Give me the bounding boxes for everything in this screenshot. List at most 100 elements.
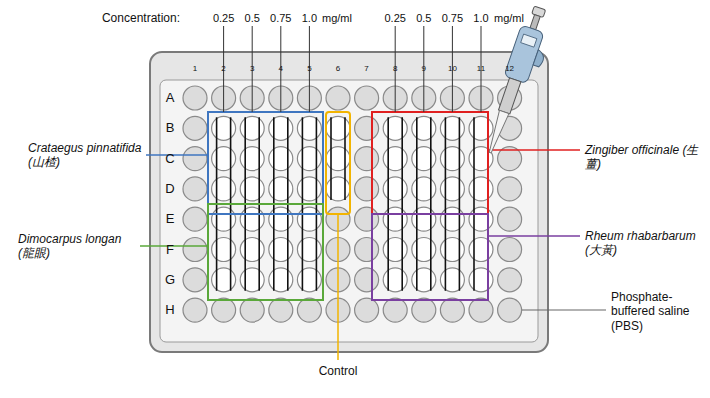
group-box-red <box>372 112 488 214</box>
leader-line <box>146 154 208 156</box>
well <box>269 238 293 262</box>
well <box>240 238 264 262</box>
well <box>183 298 207 322</box>
well <box>183 207 207 231</box>
well <box>498 298 522 322</box>
well <box>326 86 350 110</box>
well <box>383 147 407 171</box>
well <box>355 86 379 110</box>
well <box>355 268 379 292</box>
well <box>383 116 407 140</box>
well <box>412 177 436 201</box>
well <box>212 116 236 140</box>
row-letter: E <box>162 211 178 227</box>
well <box>383 207 407 231</box>
well <box>240 147 264 171</box>
well <box>269 177 293 201</box>
sample-line <box>445 117 447 290</box>
well <box>212 238 236 262</box>
sample-line <box>344 117 346 200</box>
concentration-value: 0.5 <box>232 12 272 25</box>
well <box>212 177 236 201</box>
well <box>269 268 293 292</box>
well <box>212 268 236 292</box>
well <box>383 238 407 262</box>
sample-line <box>401 117 403 290</box>
well <box>498 207 522 231</box>
well <box>355 116 379 140</box>
well <box>383 177 407 201</box>
sample-line <box>416 117 418 290</box>
well <box>297 177 321 201</box>
well <box>383 268 407 292</box>
well <box>297 116 321 140</box>
pipette-icon <box>479 4 559 159</box>
well <box>269 298 293 322</box>
group-box-blue <box>208 112 323 214</box>
well <box>297 298 321 322</box>
well <box>297 268 321 292</box>
column-number: 4 <box>269 64 293 74</box>
well <box>498 238 522 262</box>
concentration-heading: Concentration: <box>70 11 180 25</box>
well <box>469 116 493 140</box>
column-number: 11 <box>469 64 493 74</box>
well <box>355 207 379 231</box>
well <box>183 268 207 292</box>
well <box>412 116 436 140</box>
well <box>355 177 379 201</box>
well <box>183 238 207 262</box>
well <box>440 147 464 171</box>
well <box>469 207 493 231</box>
row-letter: A <box>162 90 178 106</box>
column-number: 12 <box>498 64 522 74</box>
leader-line <box>337 214 339 360</box>
column-number: 2 <box>212 64 236 74</box>
sample-line <box>459 117 461 290</box>
plate-deck <box>160 80 538 342</box>
column-number: 1 <box>183 64 207 74</box>
well <box>269 147 293 171</box>
well <box>383 298 407 322</box>
well <box>469 298 493 322</box>
species-label: Dimocarpus longan (龍眼) <box>18 232 136 261</box>
well <box>269 116 293 140</box>
species-label: Zingiber officinale (生薑) <box>585 143 703 172</box>
column-number: 8 <box>383 64 407 74</box>
wells <box>183 86 522 322</box>
concentration-value: 0.75 <box>261 12 301 25</box>
sample-line <box>473 117 475 290</box>
column-number: 5 <box>297 64 321 74</box>
row-letter: G <box>162 272 178 288</box>
well <box>469 268 493 292</box>
species-label: Crataegus pinnatifida (山楂) <box>28 141 144 170</box>
well <box>440 116 464 140</box>
column-number: 3 <box>240 64 264 74</box>
leader-line <box>488 149 580 151</box>
concentration-value: 0.25 <box>375 12 415 25</box>
well <box>326 116 350 140</box>
row-letter: H <box>162 302 178 318</box>
row-letter: F <box>162 242 178 258</box>
well <box>412 298 436 322</box>
well <box>183 177 207 201</box>
control-box <box>326 112 350 214</box>
unit-label: mg/ml <box>494 12 534 25</box>
well <box>412 207 436 231</box>
concentration-value: 0.25 <box>204 12 244 25</box>
well <box>440 268 464 292</box>
well <box>183 86 207 110</box>
column-number: 7 <box>355 64 379 74</box>
well <box>240 207 264 231</box>
well <box>212 298 236 322</box>
well <box>240 116 264 140</box>
group-box-green <box>208 204 323 300</box>
buffer-label: Phosphate-buffered saline (PBS) <box>611 290 703 333</box>
well <box>412 268 436 292</box>
sample-line <box>430 117 432 290</box>
well <box>412 238 436 262</box>
species-label: Rheum rhabarbarum (大黃) <box>585 229 705 258</box>
well <box>440 238 464 262</box>
concentration-value: 0.75 <box>432 12 472 25</box>
